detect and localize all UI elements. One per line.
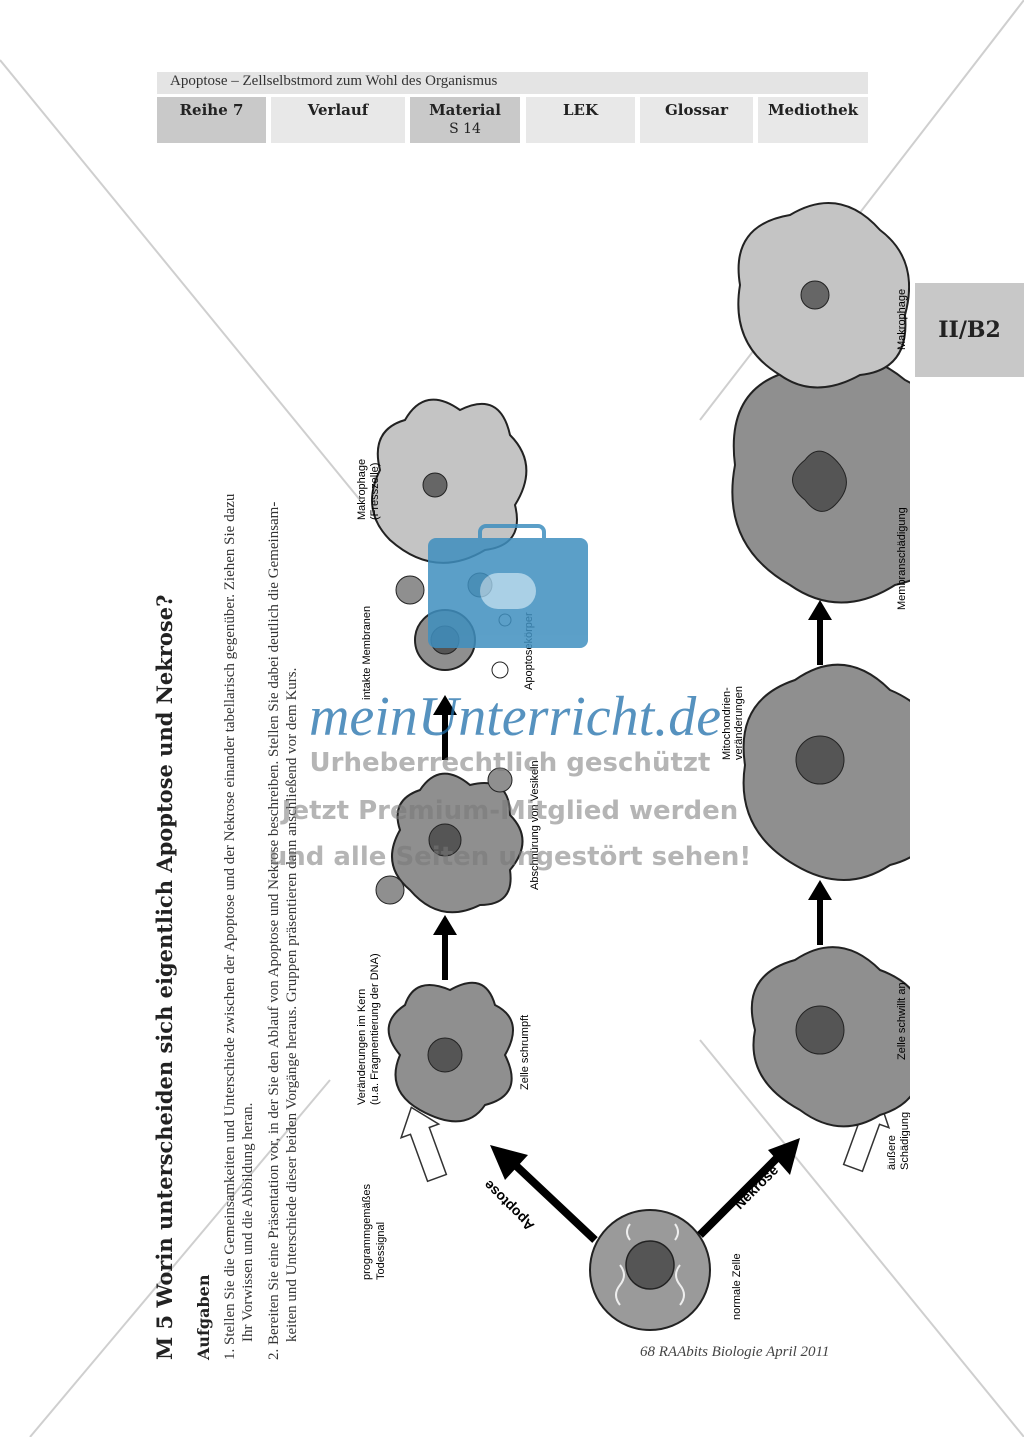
apoptosis-arrow <box>490 1145 598 1243</box>
label-intact-membranes: intakte Membranen <box>361 606 373 700</box>
tab-label: Glossar <box>664 101 729 119</box>
step-arrow-2 <box>433 695 457 760</box>
apoptosis-shrinking-cell <box>387 981 514 1123</box>
task-1-line-1: 1. Stellen Sie die Gemeinsamkeiten und U… <box>222 493 238 1360</box>
necrosis-swelling-cell <box>750 946 910 1128</box>
header-title-bar <box>157 72 868 94</box>
tab-sublabel: S 14 <box>449 121 481 137</box>
tab-material[interactable]: Material S 14 <box>410 97 520 143</box>
material-heading: M 5 Worin unterscheiden sich eigentlich … <box>152 594 177 1360</box>
watermark-line-1: Urheberrechtlich geschützt <box>309 748 711 778</box>
apoptosis-macrophage <box>371 398 528 564</box>
label-membrane-damage: Membranschädigung <box>896 507 908 610</box>
necrosis-arrow <box>697 1138 800 1238</box>
apoptosis-budding-cell <box>375 767 524 914</box>
watermark-line-2: Jetzt Premium-Mitglied werden <box>281 796 739 826</box>
step-arrow-3 <box>808 880 832 945</box>
tab-reihe[interactable]: Reihe 7 <box>157 97 266 143</box>
necrosis-mitochondria-cell <box>742 663 910 881</box>
necrosis-macrophage <box>737 202 910 389</box>
label-macrophage-1: Makrophage <box>356 459 368 520</box>
label-cell-shrinks: Zelle schrumpft <box>519 1015 531 1090</box>
step-arrow-4 <box>808 600 832 665</box>
watermark-briefcase-icon <box>428 524 588 648</box>
label-normal-cell: normale Zelle <box>731 1253 743 1320</box>
task-1-line-2: Ihr Vorwissen und die Abbildung heran. <box>240 1102 256 1342</box>
apoptosis-necrosis-diagram: normale Zelle programmgemäßes Todessigna… <box>356 202 910 1331</box>
tab-label: Mediothek <box>767 101 859 119</box>
tab-mediothek[interactable]: Mediothek <box>758 97 868 143</box>
watermark-line-3: und alle Seiten ungestört sehen! <box>268 842 752 872</box>
label-apoptosis: Apoptose <box>480 1177 537 1234</box>
tab-verlauf[interactable]: Verlauf <box>271 97 405 143</box>
label-cell-swells: Zelle schwillt an <box>896 982 908 1060</box>
label-death-signal-1: programmgemäßes <box>361 1184 373 1280</box>
death-signal-arrow <box>399 1106 448 1183</box>
tab-label: Reihe 7 <box>179 101 244 119</box>
tab-label: Material <box>429 101 501 119</box>
tasks-title: Aufgaben <box>194 1274 213 1360</box>
label-death-signal-2: Todessignal <box>375 1222 387 1280</box>
label-macrophage-2: (Fresszelle) <box>369 463 381 520</box>
rotated-content: M 5 Worin unterscheiden sich eigentlich … <box>150 160 950 1360</box>
label-vesicle-budding: Abschnürung von Vesikeln <box>529 760 541 890</box>
page-footer: 68 RAAbits Biologie April 2011 <box>640 1344 830 1360</box>
label-nucleus-changes-2: (u.a. Fragmentierung der DNA) <box>369 953 381 1105</box>
label-mito-changes-2: veränderungen <box>733 686 745 760</box>
tab-lek[interactable]: LEK <box>526 97 635 143</box>
necrosis-damaged-cell <box>731 353 910 604</box>
label-necrosis: Nekrose <box>731 1162 782 1213</box>
section-side-label: II/B2 <box>915 283 1024 377</box>
normal-cell-illustration <box>589 1209 711 1331</box>
tab-label: LEK <box>562 101 599 119</box>
label-necrosis-macrophage-1: Makrophage <box>896 289 908 350</box>
label-nucleus-changes-1: Veränderungen im Kern <box>356 989 368 1105</box>
label-external-damage-1: äußere <box>886 1135 898 1170</box>
step-arrow-1 <box>433 915 457 980</box>
tab-glossar[interactable]: Glossar <box>640 97 753 143</box>
label-external-damage-2: Schädigung <box>899 1112 910 1170</box>
task-2-line-1: 2. Bereiten Sie eine Präsentation vor, i… <box>266 501 282 1360</box>
label-mito-changes-1: Mitochondrien- <box>721 687 733 760</box>
watermark-brand: meinUnterricht.de <box>308 686 722 748</box>
page-header-title: Apoptose – Zellselbstmord zum Wohl des O… <box>170 73 498 89</box>
tab-label: Verlauf <box>307 101 369 119</box>
